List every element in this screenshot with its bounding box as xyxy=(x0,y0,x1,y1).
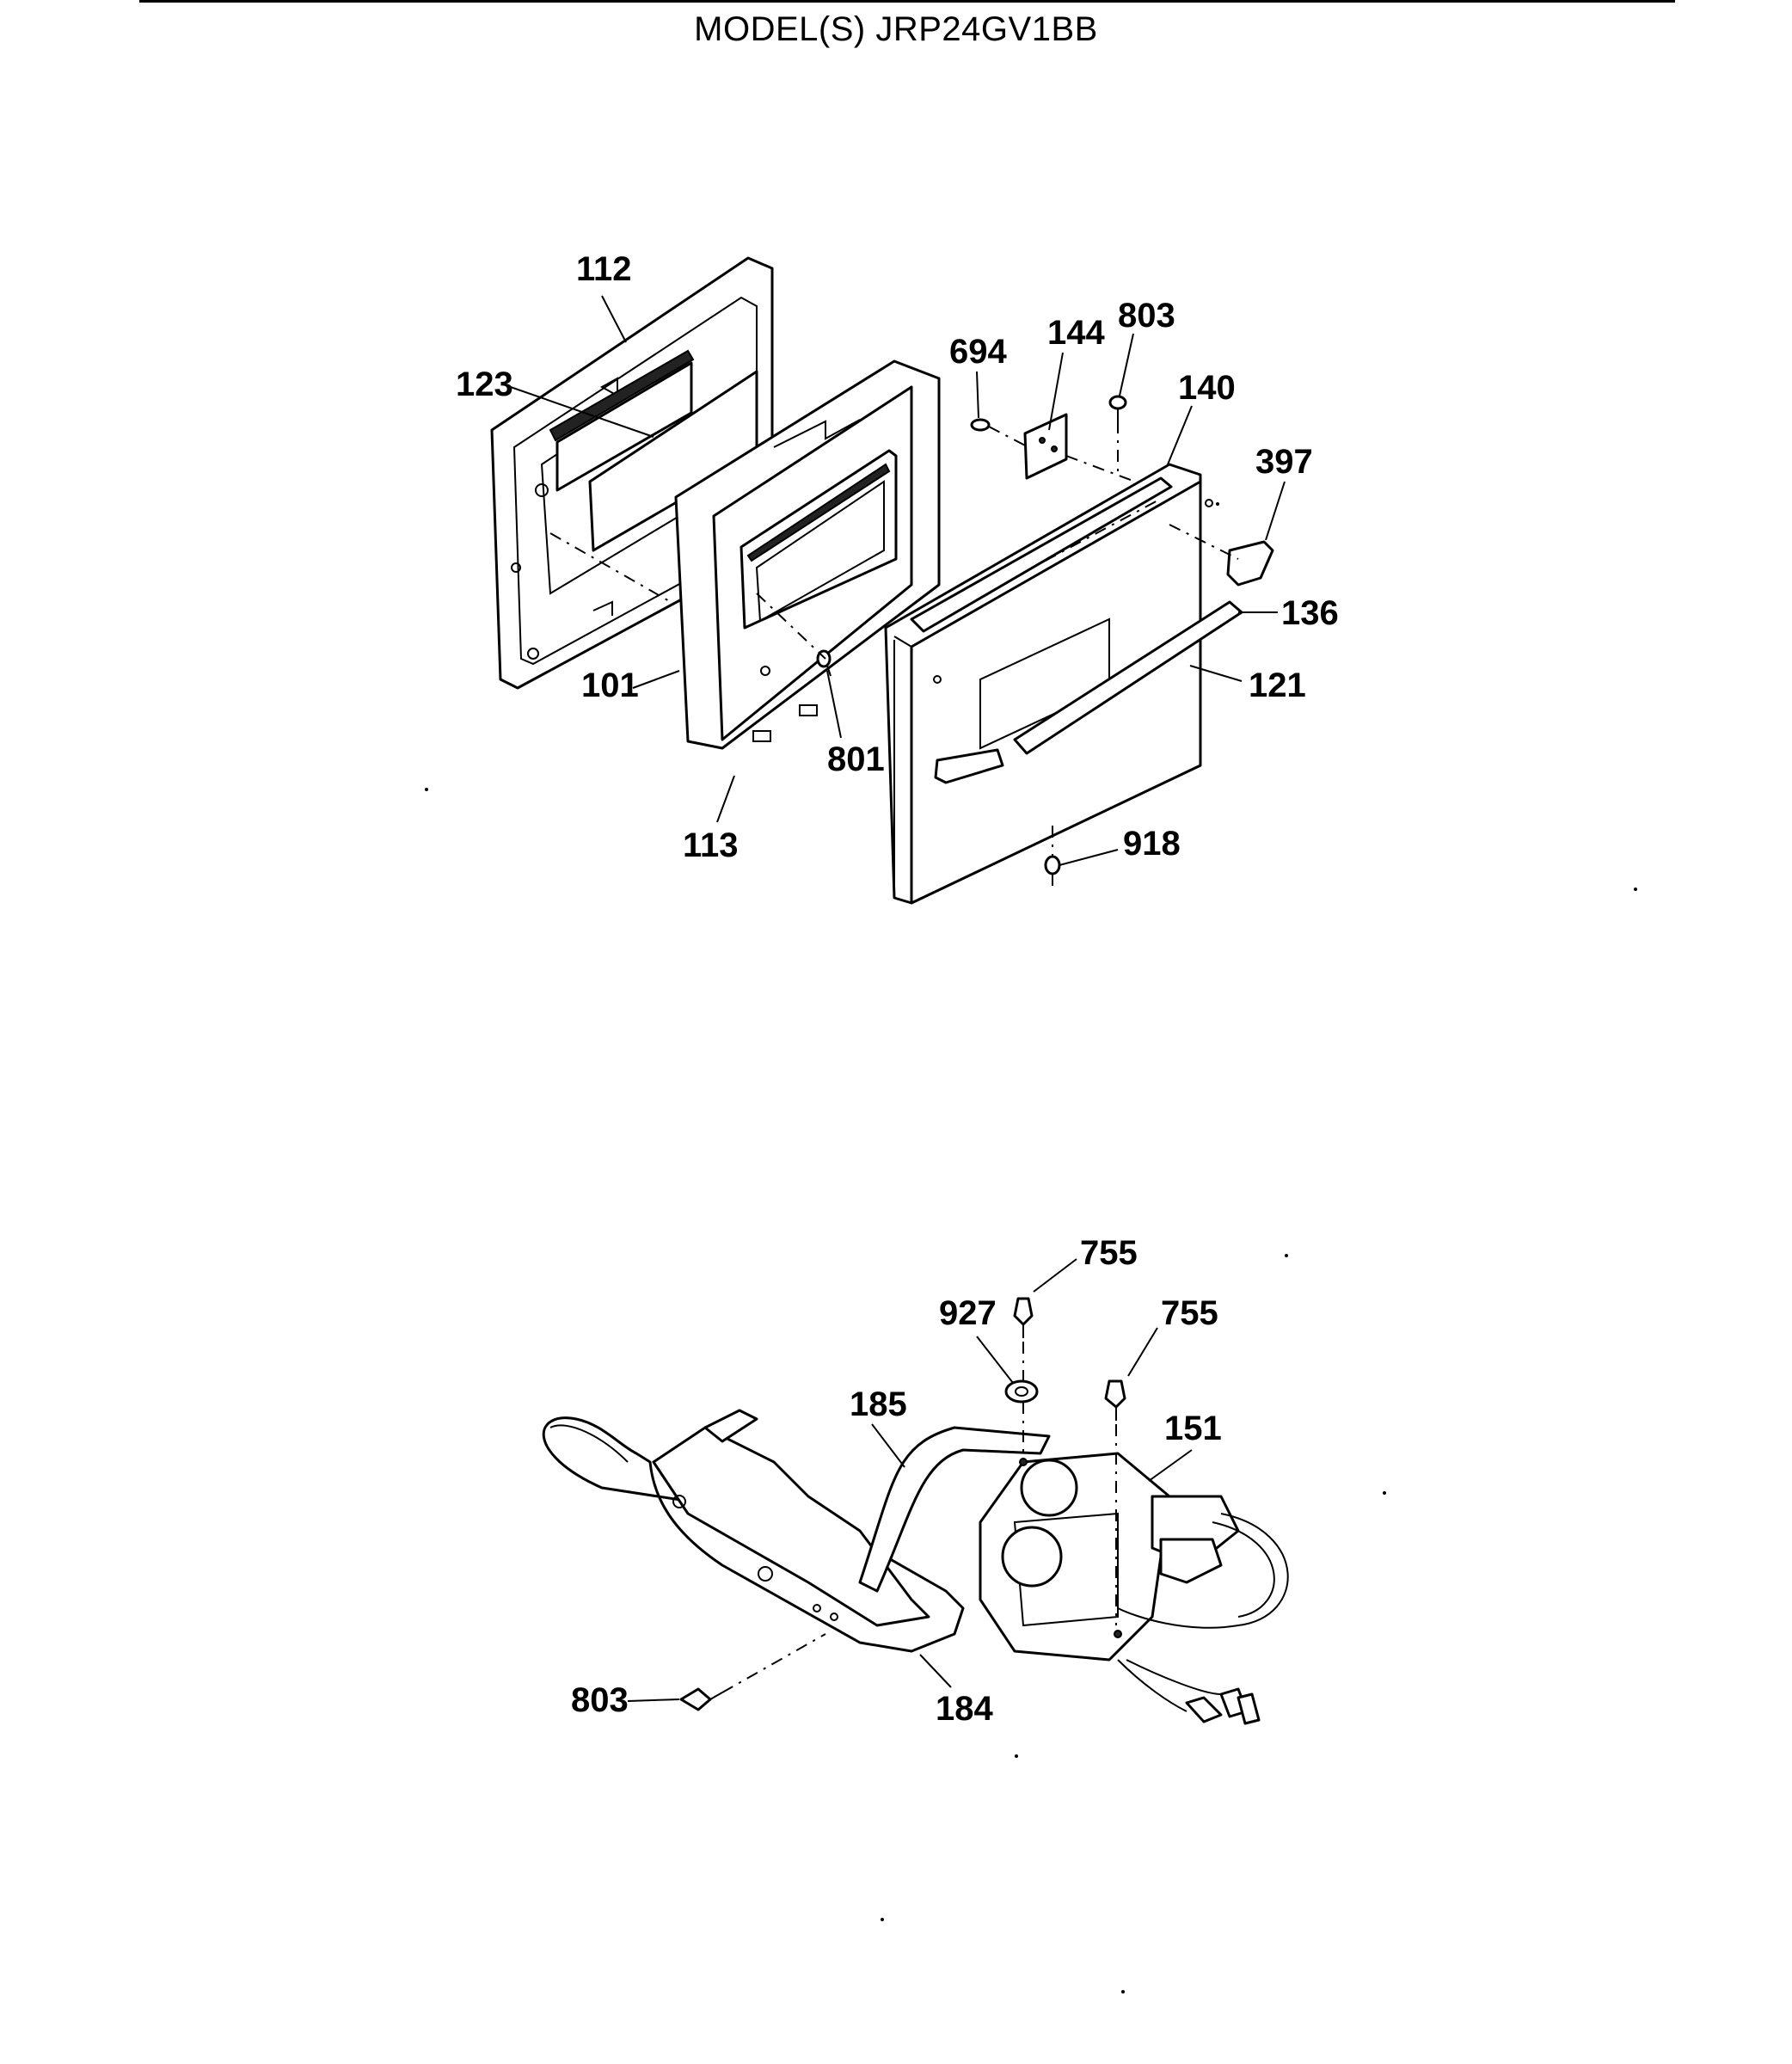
door-callouts: 112 123 101 113 801 694 144 803 140 397 … xyxy=(456,250,1339,864)
callout-918: 918 xyxy=(1123,825,1181,863)
outer-door-panel-121 xyxy=(884,463,1213,905)
latch-link-185 xyxy=(858,1426,1051,1593)
bumper-918 xyxy=(1044,855,1061,886)
screw-755-right xyxy=(1104,1379,1126,1421)
latch-assembly xyxy=(542,1258,1289,1725)
door-assembly xyxy=(490,256,1286,905)
callout-112: 112 xyxy=(576,250,632,288)
callout-755-right: 755 xyxy=(1161,1294,1218,1332)
callout-803-bottom: 803 xyxy=(571,1681,629,1719)
callout-113: 113 xyxy=(683,826,739,864)
callout-144: 144 xyxy=(1047,314,1105,352)
callout-397: 397 xyxy=(1255,443,1313,481)
callout-140: 140 xyxy=(1178,369,1236,407)
scan-specks xyxy=(425,502,1637,1993)
callout-151: 151 xyxy=(1164,1410,1222,1447)
vent-strip-140 xyxy=(910,476,1173,633)
model-title: MODEL(S) JRP24GV1BB xyxy=(694,10,1098,48)
latch-motor-151 xyxy=(979,1452,1289,1725)
screw-801 xyxy=(816,649,832,677)
callout-803: 803 xyxy=(1118,297,1175,335)
callout-123: 123 xyxy=(456,366,513,403)
callout-101: 101 xyxy=(581,666,639,704)
door-handle-136 xyxy=(934,540,1274,784)
door-frame-113 xyxy=(674,359,941,750)
washer-927 xyxy=(1004,1379,1039,1404)
screw-803-bottom xyxy=(679,1687,723,1711)
screw-803-top xyxy=(1108,395,1127,421)
callout-755-top: 755 xyxy=(1080,1234,1138,1272)
callout-121: 121 xyxy=(1249,666,1306,704)
callout-801: 801 xyxy=(827,740,885,778)
callout-927: 927 xyxy=(939,1294,997,1332)
callout-136: 136 xyxy=(1281,594,1339,632)
callout-694: 694 xyxy=(949,333,1007,371)
bracket-144 xyxy=(1023,413,1068,480)
latch-plate-184 xyxy=(542,1409,965,1653)
callout-185: 185 xyxy=(850,1385,907,1423)
callout-184: 184 xyxy=(936,1690,993,1728)
latch-callouts: 755 927 755 185 151 803 184 xyxy=(571,1234,1222,1728)
pin-694 xyxy=(970,418,991,432)
header-rule xyxy=(139,0,1675,3)
screw-755-left xyxy=(1013,1297,1034,1338)
